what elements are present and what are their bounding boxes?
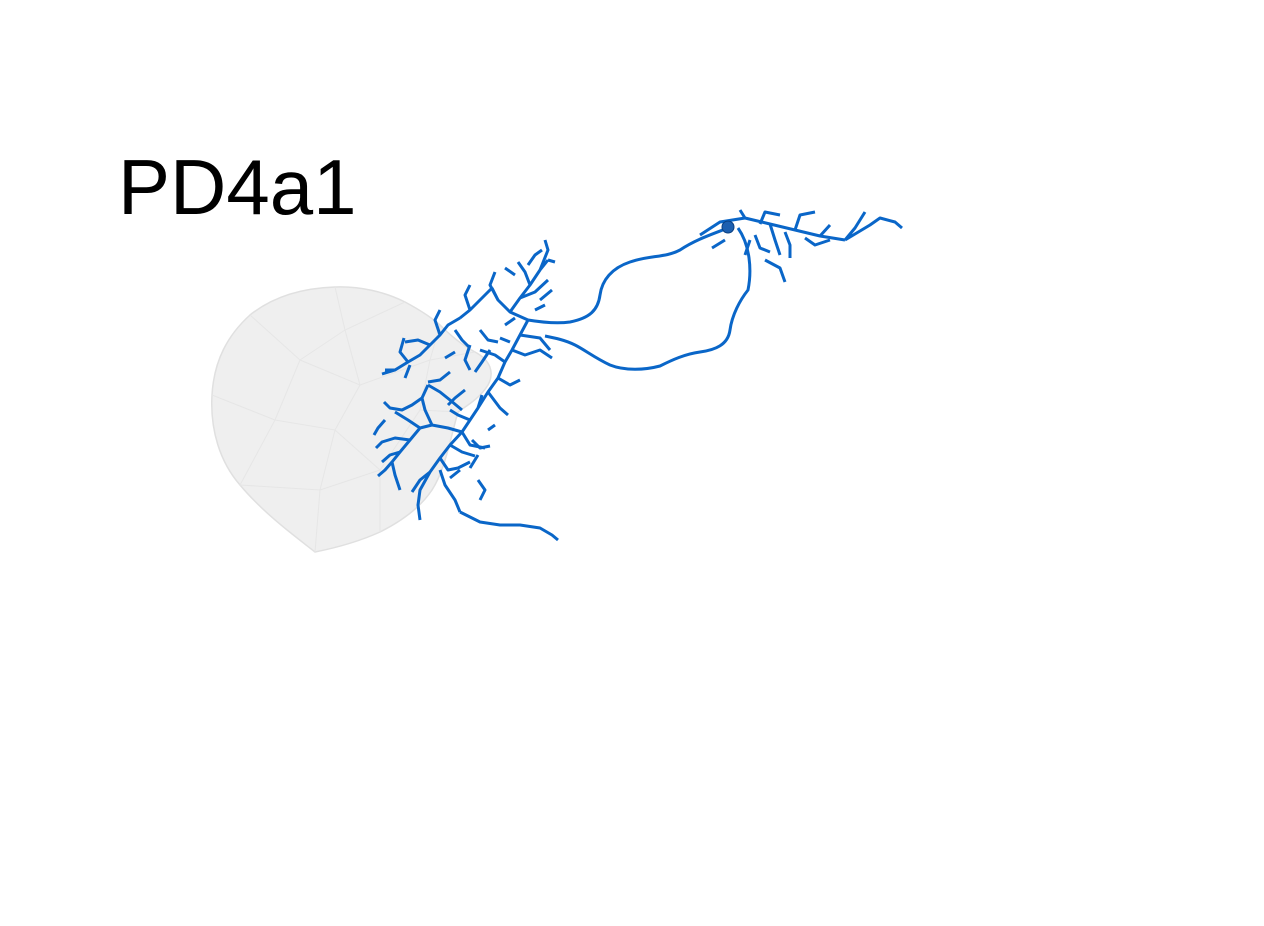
soma-arbor [699,209,903,283]
primary-neurite [527,226,729,325]
soma [721,220,735,234]
neuron-skeleton [372,209,903,542]
dendrite-mid [449,319,553,450]
neuropil-mesh [211,286,492,553]
neuron-type-label: PD4a1 [118,143,357,231]
neuropil-facets [211,286,476,553]
dendrite-lower [410,430,559,542]
dendrite-left [372,383,463,491]
dendrite-main [381,239,556,376]
axon-loop [544,227,752,371]
dendrite-fine [403,248,553,480]
